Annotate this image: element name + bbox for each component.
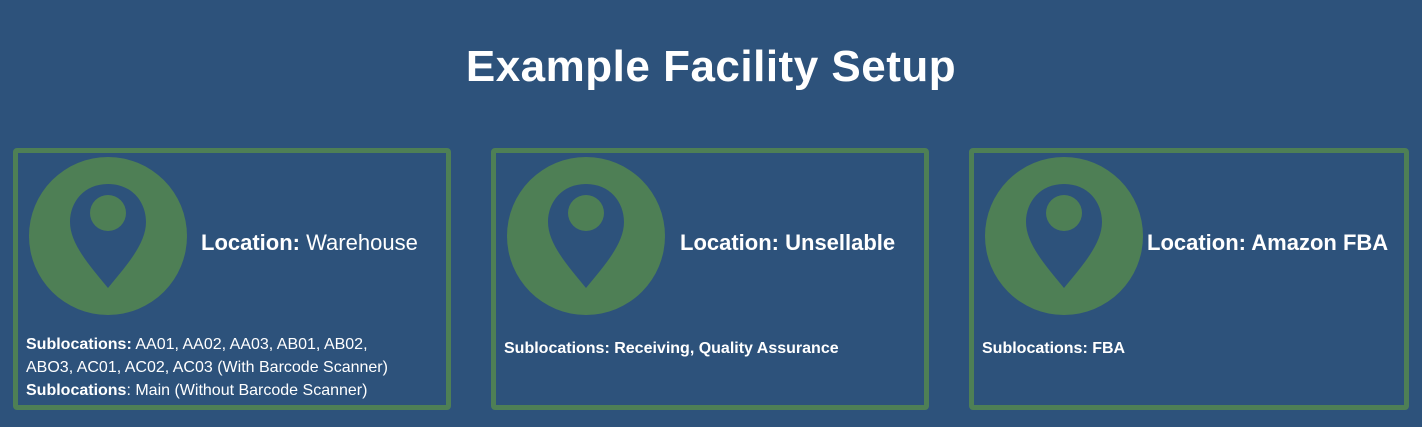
location-card-amazon-fba: Location: Amazon FBA Sublocations: FBA	[969, 148, 1409, 410]
location-heading: Location: Warehouse	[201, 229, 418, 257]
location-heading: Location: Unsellable	[680, 229, 895, 257]
location-value: Warehouse	[300, 230, 418, 255]
sublocations-label: Sublocations:	[504, 340, 610, 357]
sublocations-block: Sublocations: AA01, AA02, AA03, AB01, AB…	[26, 333, 388, 402]
sublocations-label: Sublocations	[26, 382, 127, 399]
location-value: Unsellable	[779, 230, 896, 255]
sublocations-value: ABO3, AC01, AC02, AC03 (With Barcode Sca…	[26, 359, 388, 376]
location-card-unsellable: Location: Unsellable Sublocations: Recei…	[491, 148, 929, 410]
sublocations-value: : Main (Without Barcode Scanner)	[126, 382, 368, 399]
location-value: Amazon FBA	[1246, 230, 1389, 255]
sublocations-line: Sublocations: Receiving, Quality Assuran…	[504, 337, 839, 360]
sublocations-line: ABO3, AC01, AC02, AC03 (With Barcode Sca…	[26, 356, 388, 379]
location-pin-icon	[984, 156, 1144, 316]
location-card-warehouse: Location: Warehouse Sublocations: AA01, …	[13, 148, 451, 410]
sublocations-label: Sublocations:	[26, 336, 132, 353]
sublocations-block: Sublocations: FBA	[982, 337, 1125, 360]
location-pin-icon	[28, 156, 188, 316]
sublocations-value: FBA	[1087, 340, 1126, 357]
sublocations-line: Sublocations: Main (Without Barcode Scan…	[26, 379, 388, 402]
sublocations-line: Sublocations: AA01, AA02, AA03, AB01, AB…	[26, 333, 388, 356]
location-heading: Location: Amazon FBA	[1147, 229, 1388, 257]
location-pin-icon	[506, 156, 666, 316]
location-label: Location:	[1147, 230, 1246, 255]
sublocations-block: Sublocations: Receiving, Quality Assuran…	[504, 337, 839, 360]
location-label: Location:	[201, 230, 300, 255]
page-title: Example Facility Setup	[465, 42, 957, 91]
sublocations-value: AA01, AA02, AA03, AB01, AB02,	[131, 336, 368, 353]
sublocations-label: Sublocations:	[982, 340, 1088, 357]
sublocations-line: Sublocations: FBA	[982, 337, 1125, 360]
sublocations-value: Receiving, Quality Assurance	[609, 340, 839, 357]
location-label: Location:	[680, 230, 779, 255]
